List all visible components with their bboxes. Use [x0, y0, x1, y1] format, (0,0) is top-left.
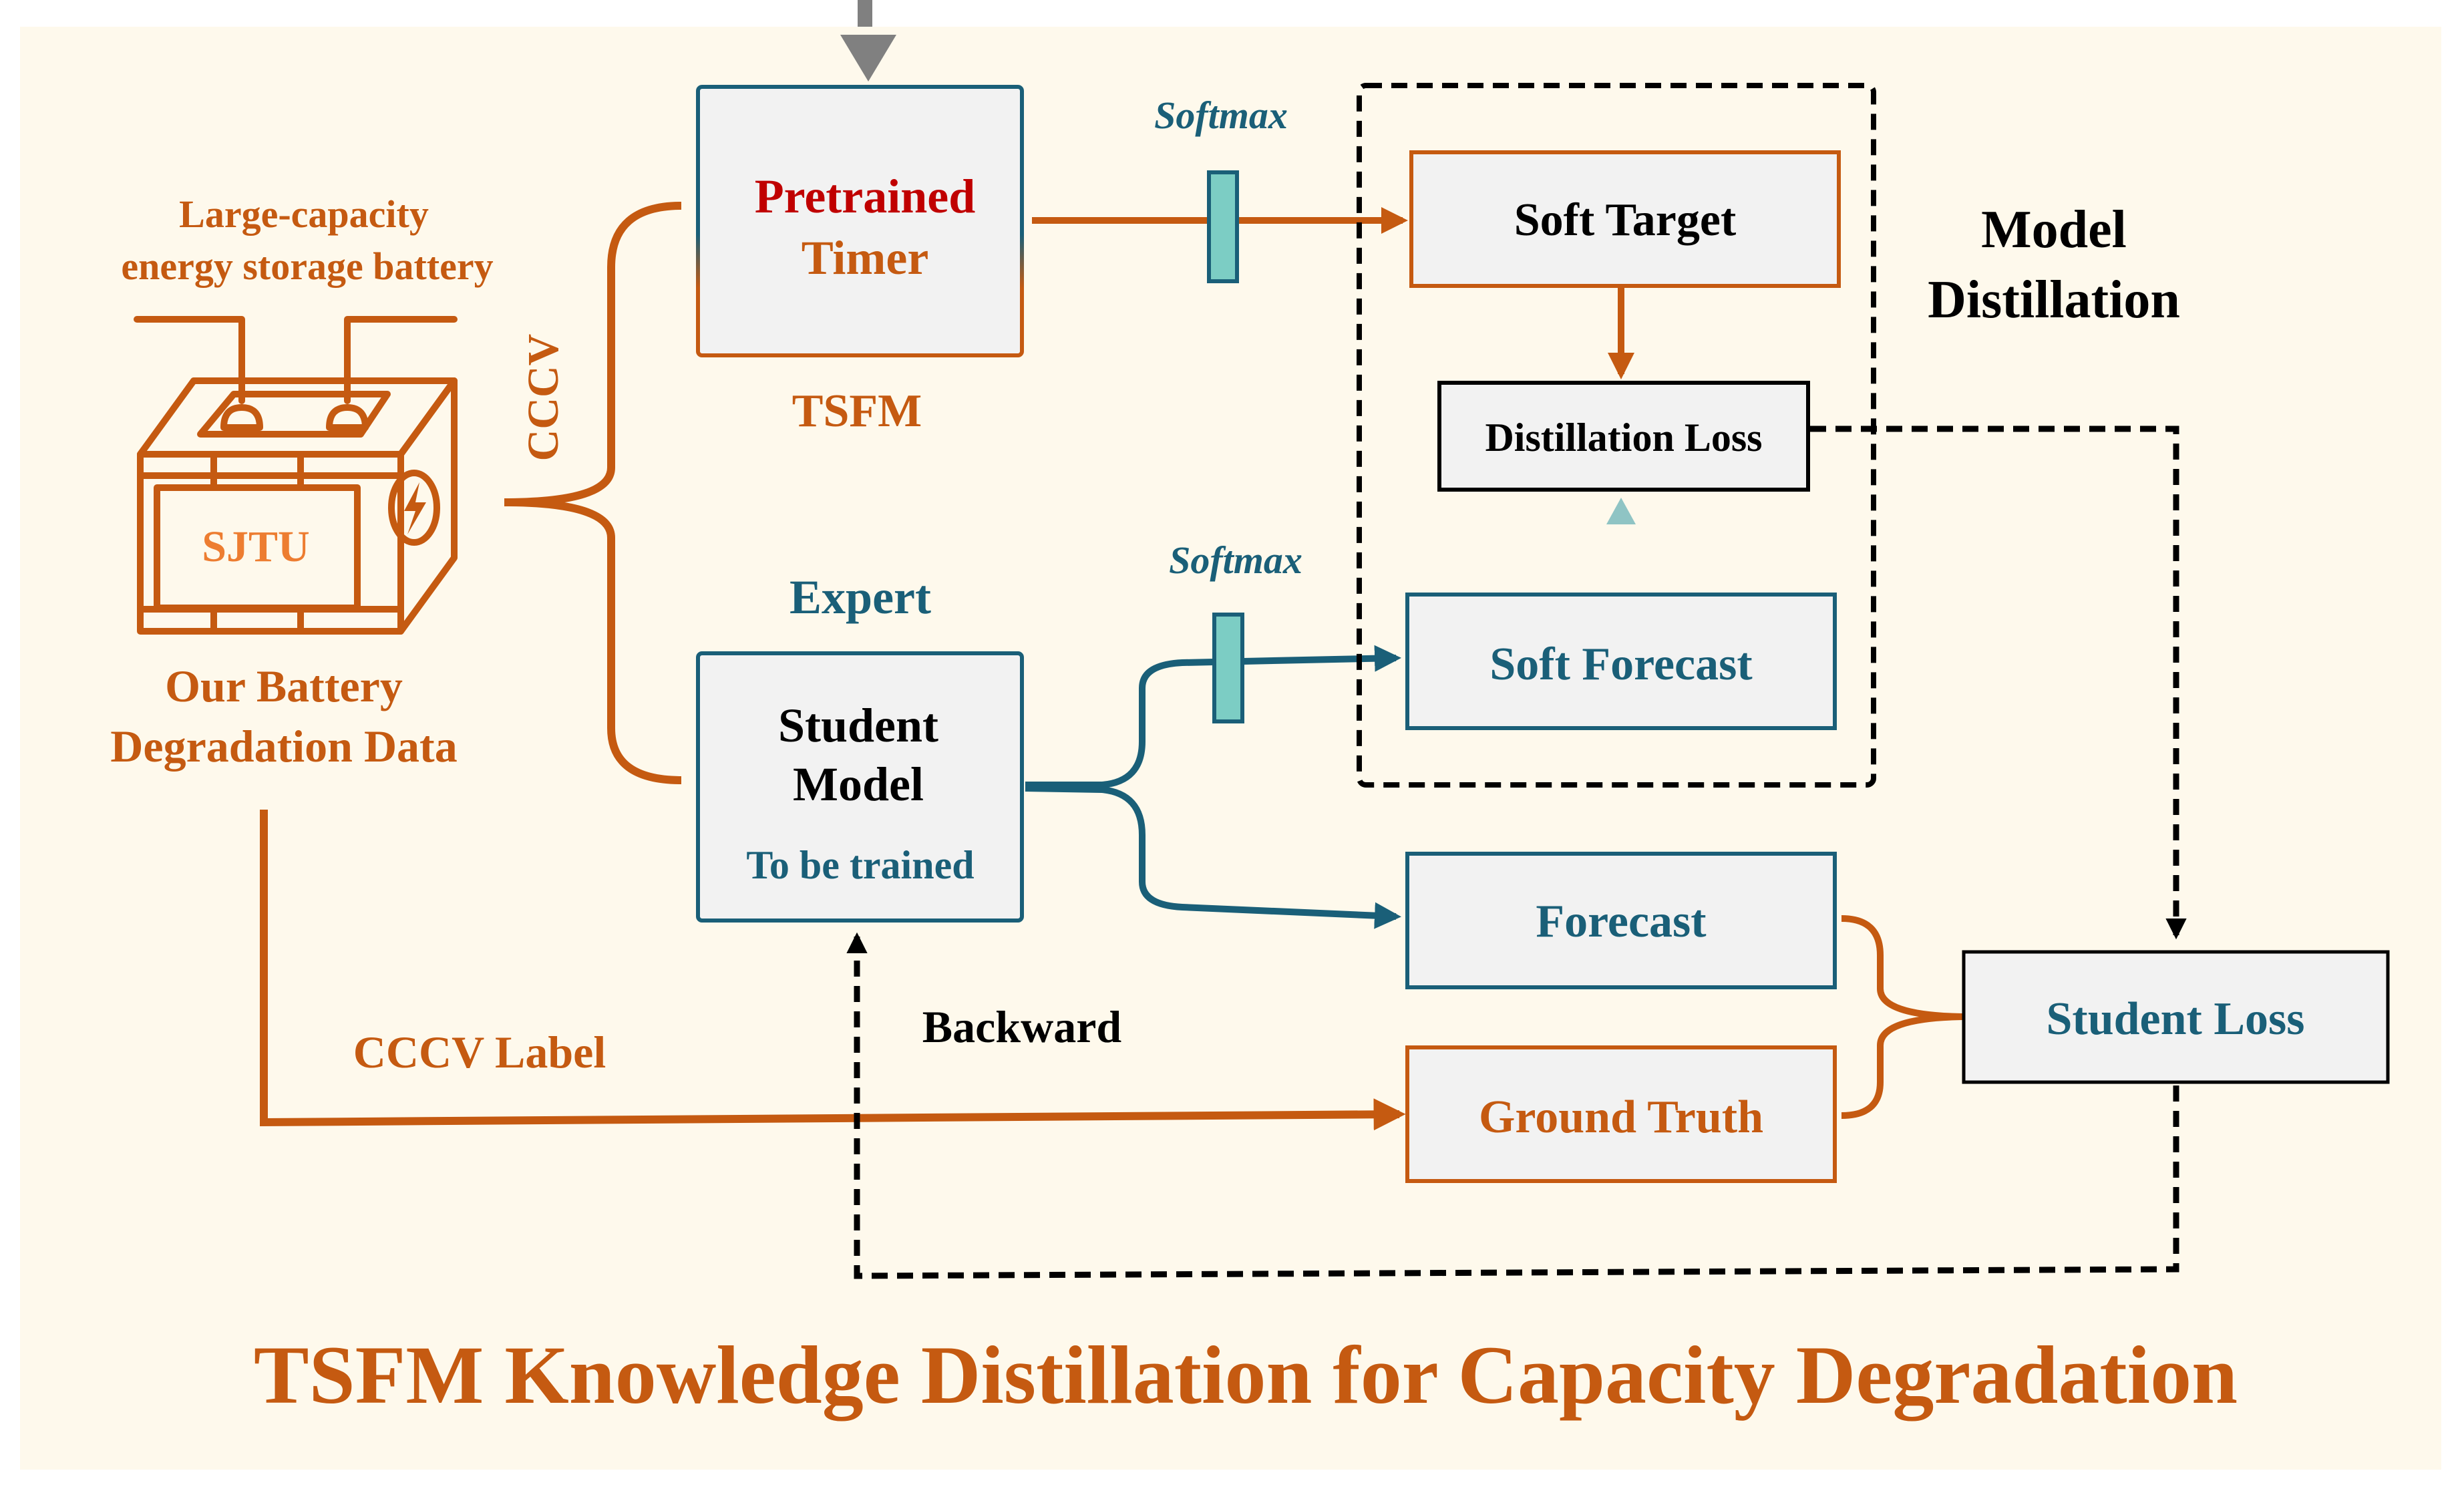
student-loss-text: Student Loss — [2046, 993, 2304, 1045]
battery-caption-line2: energy storage battery — [121, 244, 493, 288]
lightning-bolt-icon — [404, 482, 426, 534]
student-model-box — [696, 651, 1024, 923]
model-distillation-line1: Model — [1981, 200, 2127, 259]
soft-forecast-box — [1405, 593, 1837, 730]
ground-truth-text: Ground Truth — [1479, 1092, 1763, 1143]
soft-target-box — [1409, 150, 1841, 288]
distillation-loss-box — [1437, 381, 1810, 492]
ground-truth-box — [1405, 1045, 1837, 1183]
softmax-top-block — [1207, 170, 1239, 283]
soft-target-text: Soft Target — [1514, 194, 1737, 246]
model-distillation-region — [1357, 83, 1876, 788]
soft-forecast-text: Soft Forecast — [1489, 639, 1752, 690]
backward-label: Backward — [922, 1001, 1122, 1052]
model-distillation-line2: Distillation — [1928, 271, 2180, 329]
cccv-label-vertical: CCCV — [519, 334, 568, 462]
diagram-title: TSFM Knowledge Distillation for Capacity… — [254, 1329, 2238, 1422]
soft-forecast-to-loss-arrowhead — [1606, 498, 1636, 524]
student-line3: To be trained — [746, 843, 974, 887]
student-to-forecast-arrow — [1025, 785, 1401, 929]
battery-brand: SJTU — [202, 522, 309, 571]
loss-merge-brace — [1841, 915, 1963, 1119]
timer-line2: Timer — [802, 231, 929, 285]
battery-data-line2: Degradation Data — [110, 721, 457, 772]
cccv-brace — [504, 202, 682, 784]
expert-label: Expert — [789, 570, 931, 624]
pretrained-timer-box — [696, 85, 1024, 357]
cccv-label-text: CCCV Label — [353, 1027, 606, 1077]
battery-caption-line1: Large-capacity — [179, 192, 429, 236]
battery-data-line1: Our Battery — [165, 661, 403, 711]
softmax-top-label: Softmax — [1154, 94, 1288, 137]
student-line2: Model — [793, 758, 924, 811]
forecast-text: Forecast — [1536, 896, 1706, 947]
student-loss-box — [1962, 950, 2390, 1084]
backward-dashed-path — [846, 932, 2179, 1279]
distillation-to-student-loss-dashed — [1810, 426, 2187, 940]
tsfm-label: TSFM — [792, 385, 922, 437]
forecast-box — [1405, 852, 1837, 989]
student-to-soft-forecast-arrow — [1025, 645, 1401, 788]
softmax-bottom-block — [1212, 613, 1244, 723]
incoming-gray-arrow — [840, 0, 896, 81]
softmax-bottom-label: Softmax — [1169, 538, 1302, 582]
distillation-loss-text: Distillation Loss — [1485, 415, 1762, 460]
timer-line1: Pretrained — [755, 170, 976, 223]
battery-illustration — [134, 316, 458, 635]
cccv-label-line — [260, 810, 1406, 1131]
student-line1: Student — [778, 699, 938, 752]
